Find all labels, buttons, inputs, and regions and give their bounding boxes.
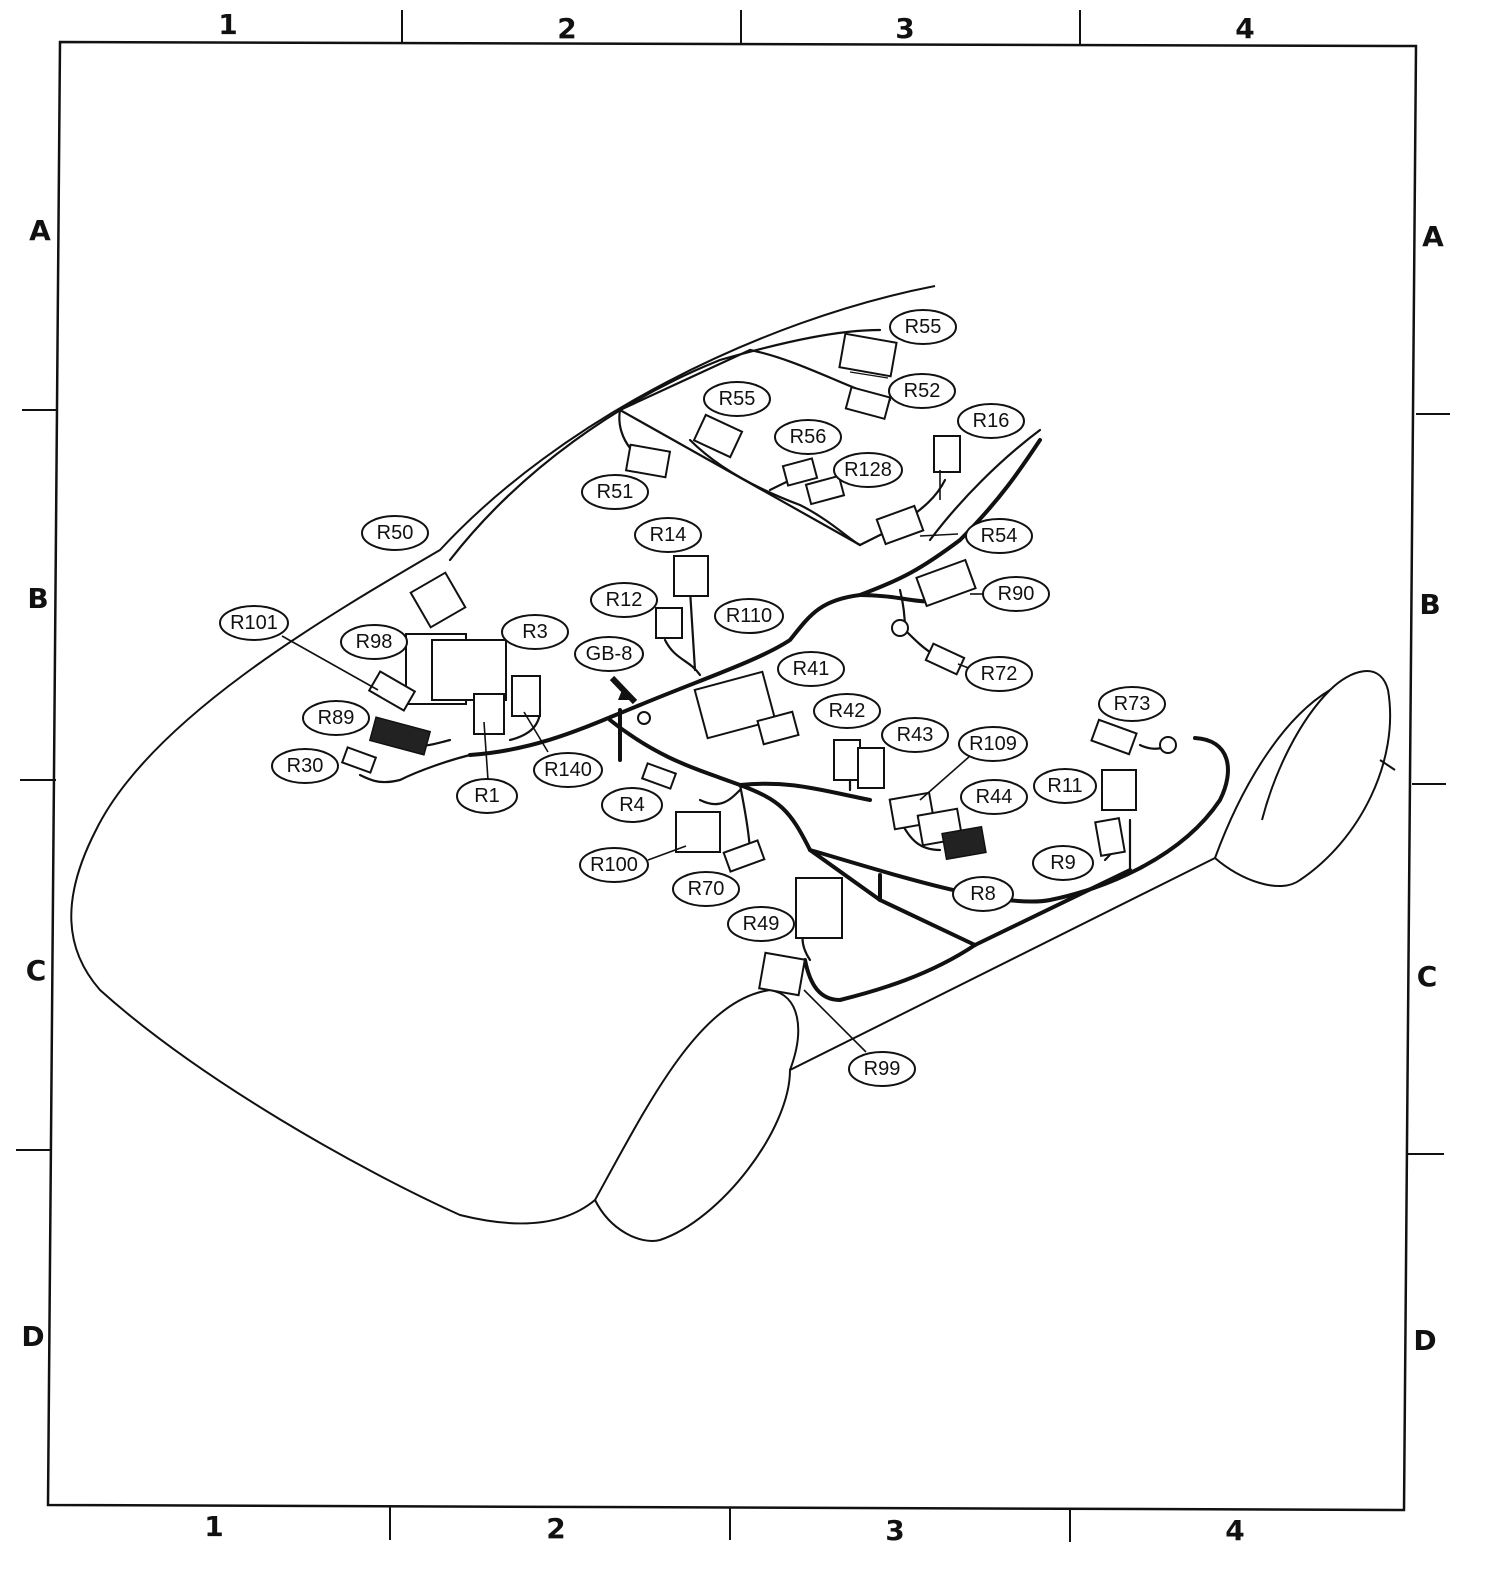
callout-r55-top: R55: [889, 309, 957, 345]
callout-label: R110: [726, 605, 772, 627]
callout-r4: R4: [601, 787, 663, 823]
callout-label: R98: [356, 631, 393, 653]
grid-row-label: A: [29, 214, 51, 247]
callout-r51: R51: [581, 474, 649, 510]
callout-label: R55: [719, 388, 756, 410]
callout-r100: R100: [579, 847, 649, 883]
callout-r52: R52: [888, 373, 956, 409]
callout-r8: R8: [952, 876, 1014, 912]
grid-col-label: 3: [885, 1514, 904, 1547]
callout-r90: R90: [982, 576, 1050, 612]
callout-r11: R11: [1033, 768, 1097, 804]
callout-label: R1: [474, 785, 500, 807]
callout-label: R43: [897, 724, 934, 746]
callout-label: R73: [1114, 693, 1151, 715]
grid-col-label: 4: [1235, 12, 1254, 45]
callout-r98: R98: [340, 624, 408, 660]
callout-r16: R16: [957, 403, 1025, 439]
callout-r109: R109: [958, 726, 1028, 762]
callout-label: R99: [864, 1058, 901, 1080]
callout-r101: R101: [219, 605, 289, 641]
callout-r99: R99: [848, 1051, 916, 1087]
grid-col-label: 2: [546, 1512, 565, 1545]
callout-r140: R140: [533, 752, 603, 788]
callout-r9: R9: [1032, 845, 1094, 881]
callout-r1: R1: [456, 778, 518, 814]
connector-bodies: [340, 332, 1138, 997]
callout-label: R70: [688, 878, 725, 900]
callout-label: R14: [650, 524, 687, 546]
callout-label: R54: [981, 525, 1018, 547]
callout-label: R3: [522, 621, 548, 643]
callout-label: R109: [969, 733, 1017, 755]
grid-frame: [16, 10, 1450, 1542]
grid-col-label: 4: [1225, 1514, 1244, 1547]
callout-r110: R110: [714, 598, 784, 634]
grid-row-label: D: [21, 1320, 44, 1353]
grid-row-label: D: [1413, 1324, 1436, 1357]
callout-r42: R42: [813, 693, 881, 729]
grid-row-label: C: [26, 954, 47, 987]
grid-labels-bottom: 1 2 3 4: [204, 1510, 1244, 1547]
callout-r70: R70: [672, 871, 740, 907]
grid-labels-left: A B C D: [21, 214, 51, 1353]
grid-col-label: 1: [218, 8, 237, 41]
callout-r49: R49: [727, 906, 795, 942]
callout-r56: R56: [774, 419, 842, 455]
callout-label: R30: [287, 755, 324, 777]
callout-r54: R54: [965, 518, 1033, 554]
callout-label: R140: [544, 759, 592, 781]
callout-label: R8: [970, 883, 996, 905]
callout-label: R16: [973, 410, 1010, 432]
callout-label: R50: [377, 522, 414, 544]
grid-col-label: 1: [204, 1510, 223, 1543]
callout-label: R12: [606, 589, 643, 611]
callout-label: R51: [597, 481, 634, 503]
callout-label: R4: [619, 794, 645, 816]
callout-r55-mid: R55: [703, 381, 771, 417]
callout-r3: R3: [501, 614, 569, 650]
ground-point-gb8: [609, 675, 638, 705]
callout-label: R9: [1050, 852, 1076, 874]
callout-label: R41: [793, 658, 830, 680]
car-body-outline: [70, 285, 1396, 1242]
grid-col-label: 2: [557, 12, 576, 45]
callout-label: R42: [829, 700, 866, 722]
callout-r41: R41: [777, 651, 845, 687]
grid-labels-right: A B C D: [1413, 220, 1444, 1357]
grid-labels-top: 1 2 3 4: [218, 8, 1254, 45]
leader-lines: [281, 470, 984, 1053]
callout-r14: R14: [634, 517, 702, 553]
grid-row-label: A: [1422, 220, 1444, 253]
callout-r72: R72: [965, 656, 1033, 692]
callout-r44: R44: [960, 779, 1028, 815]
grid-col-label: 3: [895, 12, 914, 45]
callout-r128: R128: [833, 452, 903, 488]
callout-r89: R89: [302, 700, 370, 736]
callout-label: R128: [844, 459, 892, 481]
callout-label: R49: [743, 913, 780, 935]
grid-row-label: B: [27, 582, 48, 615]
callout-r43: R43: [881, 717, 949, 753]
callout-label: R72: [981, 663, 1018, 685]
callout-r50: R50: [361, 515, 429, 551]
callout-label: R55: [905, 316, 942, 338]
callout-label: R11: [1047, 775, 1082, 797]
callout-r12: R12: [590, 582, 658, 618]
grid-row-label: B: [1419, 588, 1440, 621]
grid-row-label: C: [1417, 960, 1438, 993]
callout-label: R100: [590, 854, 638, 876]
callout-gb-8: GB-8: [574, 636, 644, 672]
callout-label: R52: [904, 380, 941, 402]
callout-label: GB-8: [586, 643, 633, 665]
callout-label: R90: [998, 583, 1035, 605]
callout-label: R89: [318, 707, 355, 729]
callout-r73: R73: [1098, 686, 1166, 722]
callout-r30: R30: [271, 748, 339, 784]
callout-label: R101: [230, 612, 278, 634]
callout-label: R56: [790, 426, 827, 448]
callout-label: R44: [976, 786, 1013, 808]
